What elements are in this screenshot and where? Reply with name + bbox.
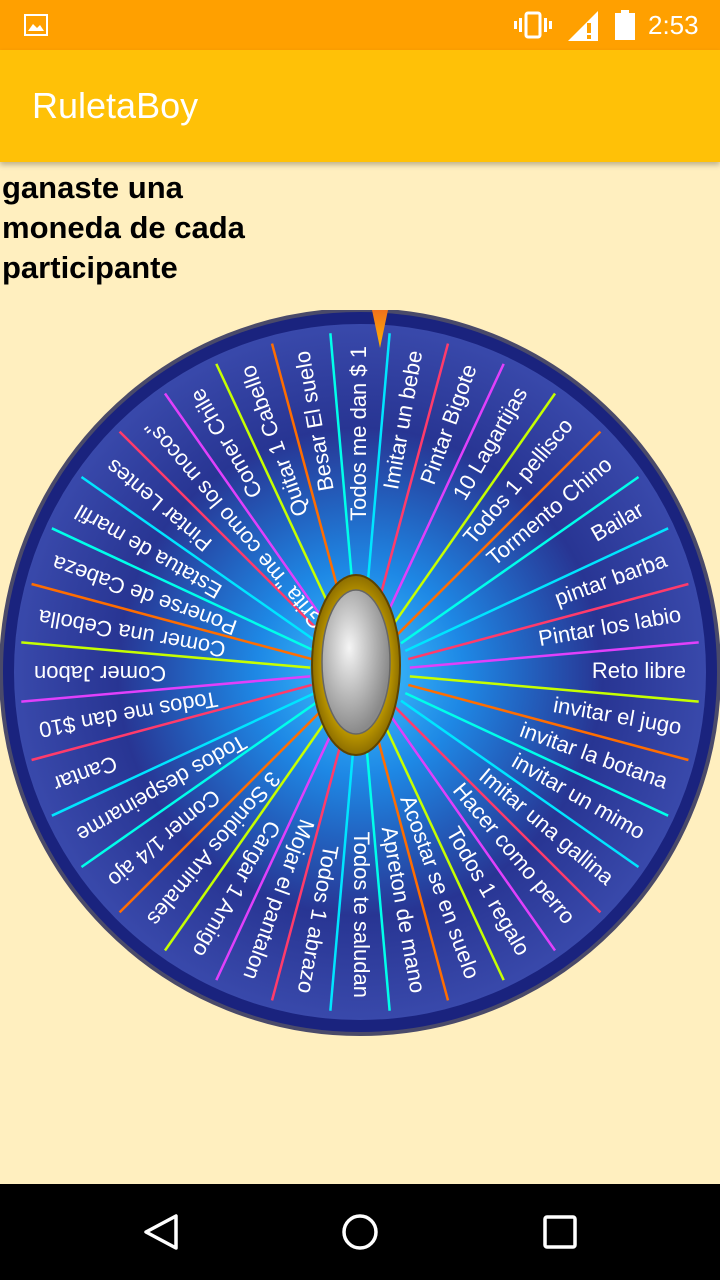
wheel-divider (400, 475, 640, 645)
wheel-divider (404, 691, 669, 817)
wheel-divider (215, 716, 341, 981)
wheel-divider (270, 343, 349, 625)
wheel-divider (379, 363, 505, 628)
wheel-label: Todos me dan $ 1 (346, 346, 371, 521)
wheel-divider (407, 683, 689, 762)
wheel-divider (371, 719, 450, 1001)
wheel-divider (363, 721, 391, 1011)
wheel-divider (118, 706, 326, 914)
wheel-divider (329, 333, 357, 623)
app-title: RuletaBoy (32, 85, 199, 126)
wheel-divider (51, 691, 316, 817)
coin-hub (311, 574, 401, 756)
wheel-divider (80, 475, 320, 645)
vibrate-icon (514, 11, 552, 39)
wheel-label: Todos te saludan (349, 832, 374, 998)
status-bar: 2:53 (0, 0, 720, 50)
wheel-divider (379, 716, 505, 981)
wheel-divider (387, 712, 557, 952)
clock: 2:53 (648, 10, 699, 40)
wheel-divider (407, 582, 689, 661)
wheel-divider (163, 712, 333, 952)
wheel-label: Reto libre (592, 658, 686, 683)
wheel-divider (215, 363, 341, 628)
home-icon[interactable] (340, 1212, 380, 1252)
app-bar: RuletaBoy (0, 50, 720, 162)
wheel-divider (270, 719, 349, 1001)
result-message: ganaste una moneda de cada participante (2, 170, 245, 285)
wheel-label: Comer Jabon (34, 661, 166, 686)
flame-pointer (372, 310, 388, 348)
wheel-divider (409, 675, 699, 703)
wheel-divider (404, 527, 669, 653)
wheel-divider (163, 392, 333, 632)
wheel-divider (31, 582, 313, 661)
wheel-divider (371, 343, 450, 625)
wheel-divider (51, 527, 316, 653)
back-icon[interactable] (140, 1212, 180, 1252)
wheel-divider (31, 683, 313, 762)
navigation-bar (0, 1184, 720, 1280)
wheel-divider (394, 430, 602, 638)
wheel-divider (394, 706, 602, 914)
wheel-divider (118, 430, 326, 638)
wheel-divider (363, 333, 391, 623)
wheel-divider (21, 641, 311, 669)
wheel-divider (21, 675, 311, 703)
wheel-divider (387, 392, 557, 632)
battery-icon (615, 10, 635, 40)
wheel-divider (409, 641, 699, 669)
wheel-divider (329, 721, 357, 1011)
signal-icon (568, 11, 598, 41)
wheel-divider (400, 699, 640, 869)
wheel-divider (80, 699, 320, 869)
recents-icon[interactable] (542, 1214, 578, 1250)
wheel-dividers (21, 333, 699, 1011)
image-icon (24, 14, 48, 36)
